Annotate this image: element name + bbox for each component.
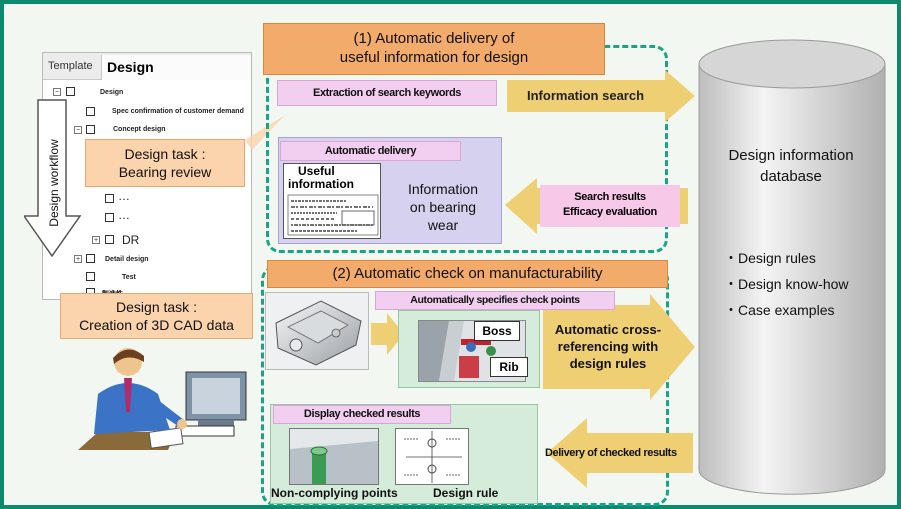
rib-label: Rib <box>490 357 528 377</box>
tree-item-test[interactable]: Test <box>122 274 136 281</box>
database-item: ・Design rules <box>724 250 816 266</box>
boss-label: Boss <box>474 321 520 341</box>
database-title-line2: database <box>760 168 822 185</box>
info-search-label: Information search <box>527 88 645 103</box>
cad-part-icon <box>275 300 362 366</box>
to-checkpoint-arrow <box>371 313 404 355</box>
section1-title-box: (1) Automatic delivery of useful informa… <box>263 23 605 75</box>
task-bearing-review: Design task : Bearing review <box>85 139 245 187</box>
workflow-label: Design workflow <box>47 139 61 227</box>
tree-checkbox[interactable] <box>105 194 114 203</box>
design-rule-image <box>395 428 469 485</box>
database-item: ・Case examples <box>724 302 835 318</box>
callout-connector <box>245 115 285 150</box>
database-title-line1: Design information <box>728 147 854 164</box>
tree-checkbox[interactable] <box>86 125 95 134</box>
expand-icon[interactable]: − <box>74 126 82 134</box>
search-results-line2: Efficacy evaluation <box>563 206 657 218</box>
design-rule-drawing-icon <box>404 431 462 483</box>
tree-checkbox[interactable] <box>105 213 114 222</box>
doc-line2: information <box>288 177 354 191</box>
tab-template[interactable]: Template <box>48 60 93 72</box>
expand-icon[interactable]: + <box>92 236 100 244</box>
expand-icon[interactable]: + <box>74 255 82 263</box>
tree-item-spec[interactable]: Spec confirmation of customer demand <box>112 108 244 115</box>
tree-checkbox[interactable] <box>86 254 95 263</box>
database-cylinder-icon <box>698 39 886 495</box>
cross-ref-arrow <box>543 294 695 400</box>
database-items: ・Design rules ・Design know-how ・Case exa… <box>724 245 849 323</box>
task-title: Design task : <box>116 299 197 315</box>
database-title: Design information database <box>700 145 882 187</box>
database-item: ・Design know-how <box>724 276 849 292</box>
tree-checkbox[interactable] <box>66 87 75 96</box>
cad-model-image <box>265 292 369 370</box>
cross-ref-line2: referencing with <box>557 339 659 354</box>
noncomply-model-icon <box>290 429 378 484</box>
section1-title-line2: useful information for design <box>339 49 529 66</box>
cross-ref-label: Automatic cross- referencing with design… <box>548 321 668 372</box>
search-results-line1: Search results <box>574 191 646 203</box>
useful-information-doc: Useful information <box>283 163 381 239</box>
automatic-delivery-label: Automatic delivery <box>280 141 461 161</box>
info-line3: wear <box>427 217 459 233</box>
task-creation-3d-cad: Design task : Creation of 3D CAD data <box>60 293 253 339</box>
workflow-label-box: Design workflow <box>37 128 71 238</box>
section2-title-box: (2) Automatic check on manufacturability <box>267 260 668 288</box>
info-line1: Information <box>407 181 479 197</box>
person-at-computer-icon <box>78 348 247 450</box>
tree-checkbox[interactable] <box>105 235 114 244</box>
doc-line1: Useful <box>298 164 335 178</box>
tree-item-detail[interactable]: Detail design <box>105 256 149 263</box>
checkpoint-label: Automatically specifies check points <box>375 291 615 310</box>
tree-item-dots[interactable]: … <box>118 208 130 222</box>
workflow-arrow <box>24 99 82 258</box>
tree-checkbox[interactable] <box>86 107 95 116</box>
tree-item-dots[interactable]: … <box>118 189 130 203</box>
delivery-checked-label: Delivery of checked results <box>545 447 677 459</box>
bearing-wear-info: Information on bearing wear <box>388 180 498 234</box>
search-results-box: Search results Efficacy evaluation <box>540 185 680 227</box>
section1-title-line1: (1) Automatic delivery of <box>353 30 515 47</box>
cross-ref-line1: Automatic cross- <box>554 322 662 337</box>
tree-checkbox[interactable] <box>86 272 95 281</box>
design-rule-label: Design rule <box>433 486 499 500</box>
tab-design[interactable]: Design <box>101 55 251 80</box>
task-name: Bearing review <box>118 164 212 180</box>
task-name: Creation of 3D CAD data <box>79 317 234 333</box>
delivery-checked-arrow <box>547 418 693 488</box>
document-lines-icon <box>287 194 379 236</box>
info-line2: on bearing <box>409 199 477 215</box>
display-checked-label: Display checked results <box>273 405 451 424</box>
info-search-arrow <box>507 70 695 122</box>
noncomply-image <box>289 428 379 485</box>
tree-item-design[interactable]: Design <box>100 89 124 96</box>
tree-item-dr[interactable]: DR <box>122 233 140 247</box>
tree-item-concept[interactable]: Concept design <box>113 126 166 133</box>
noncomply-label: Non-complying points <box>271 486 398 500</box>
cross-ref-line3: design rules <box>569 356 647 371</box>
task-title: Design task : <box>124 146 206 162</box>
expand-icon[interactable]: − <box>53 88 61 96</box>
extraction-label: Extraction of search keywords <box>277 80 497 106</box>
